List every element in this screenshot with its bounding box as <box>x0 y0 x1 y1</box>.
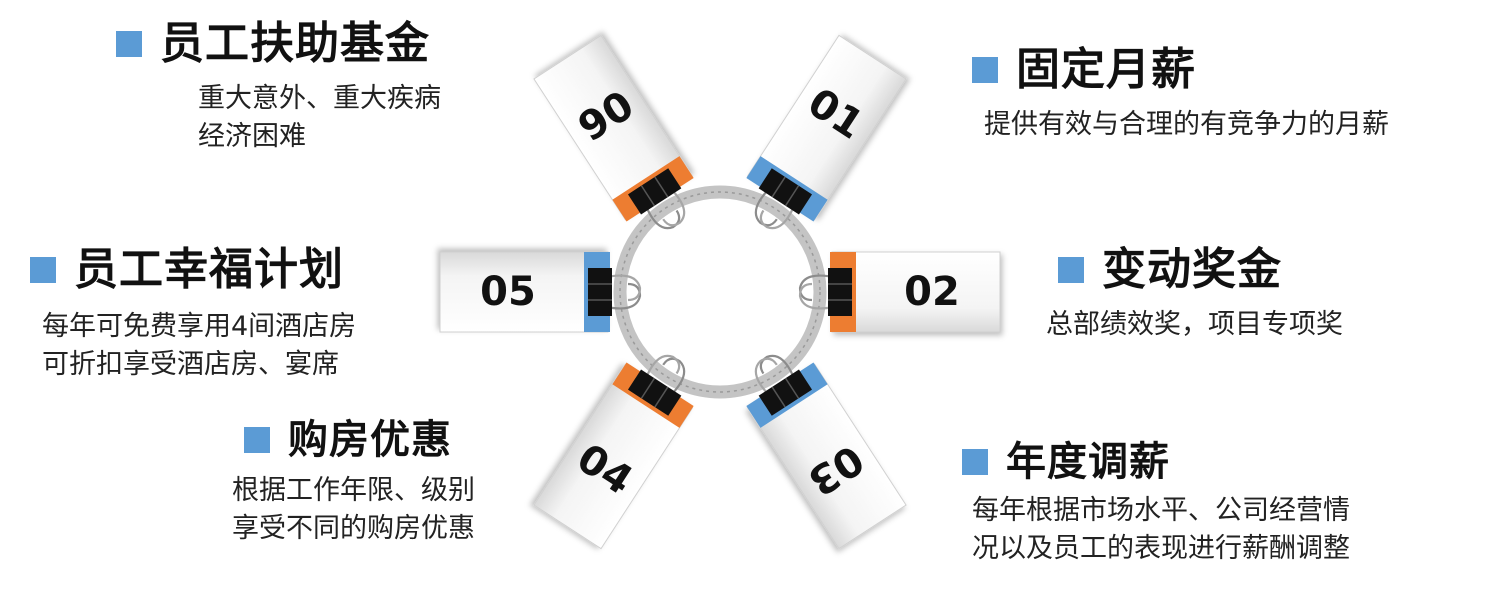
binder-clip-icon <box>588 268 642 316</box>
bullet-square <box>1058 257 1084 283</box>
item-desc-line: 况以及员工的表现进行薪酬调整 <box>972 533 1350 564</box>
ring <box>613 185 827 399</box>
item-title: 购房优惠 <box>288 417 452 463</box>
item-fixed-salary: 固定月薪 提供有效与合理的有竞争力的月薪 <box>972 48 1389 144</box>
binder-clip-icon <box>754 168 813 230</box>
bullet-square <box>244 427 270 453</box>
item-desc-line: 可折扣享受酒店房、宴席 <box>42 349 339 380</box>
item-desc-line: 提供有效与合理的有竞争力的月薪 <box>984 109 1389 140</box>
ring-inner-line <box>619 191 821 393</box>
binder-clip-icon <box>754 354 813 416</box>
tab-number: 02 <box>904 269 960 315</box>
item-happiness: 员工幸福计划 每年可免费享用4间酒店房 可折扣享受酒店房、宴席 <box>30 248 356 384</box>
item-title: 固定月薪 <box>1016 44 1196 95</box>
item-title: 年度调薪 <box>1006 439 1170 485</box>
item-desc-line: 经济困难 <box>198 121 306 152</box>
item-desc-line: 享受不同的购房优惠 <box>232 513 475 544</box>
item-title: 员工幸福计划 <box>74 244 344 295</box>
tab-card <box>439 251 609 333</box>
binder-clip-icon <box>627 354 686 416</box>
item-aid-fund: 员工扶助基金 重大意外、重大疾病 经济困难 <box>116 22 441 156</box>
item-title: 员工扶助基金 <box>160 18 430 69</box>
item-desc-line: 总部绩效奖，项目专项奖 <box>1046 309 1343 340</box>
tab-number: 05 <box>480 269 536 315</box>
item-title: 变动奖金 <box>1102 244 1282 295</box>
item-desc-line: 重大意外、重大疾病 <box>198 83 441 114</box>
binder-clip-icon <box>627 168 686 230</box>
item-variable-bonus: 变动奖金 总部绩效奖，项目专项奖 <box>1046 244 1343 344</box>
bullet-square <box>962 449 988 475</box>
tab-card <box>831 251 1001 333</box>
item-housing: 购房优惠 根据工作年限、级别 享受不同的购房优惠 <box>232 417 475 548</box>
bullet-square <box>972 57 998 83</box>
binder-clip-icon <box>798 268 852 316</box>
item-desc-line: 根据工作年限、级别 <box>232 475 475 506</box>
bullet-square <box>116 31 142 57</box>
bullet-square <box>30 257 56 283</box>
item-desc-line: 每年可免费享用4间酒店房 <box>42 311 357 342</box>
item-desc-line: 每年根据市场水平、公司经营情 <box>972 495 1350 526</box>
item-annual-adjust: 年度调薪 每年根据市场水平、公司经营情 况以及员工的表现进行薪酬调整 <box>962 442 1350 568</box>
